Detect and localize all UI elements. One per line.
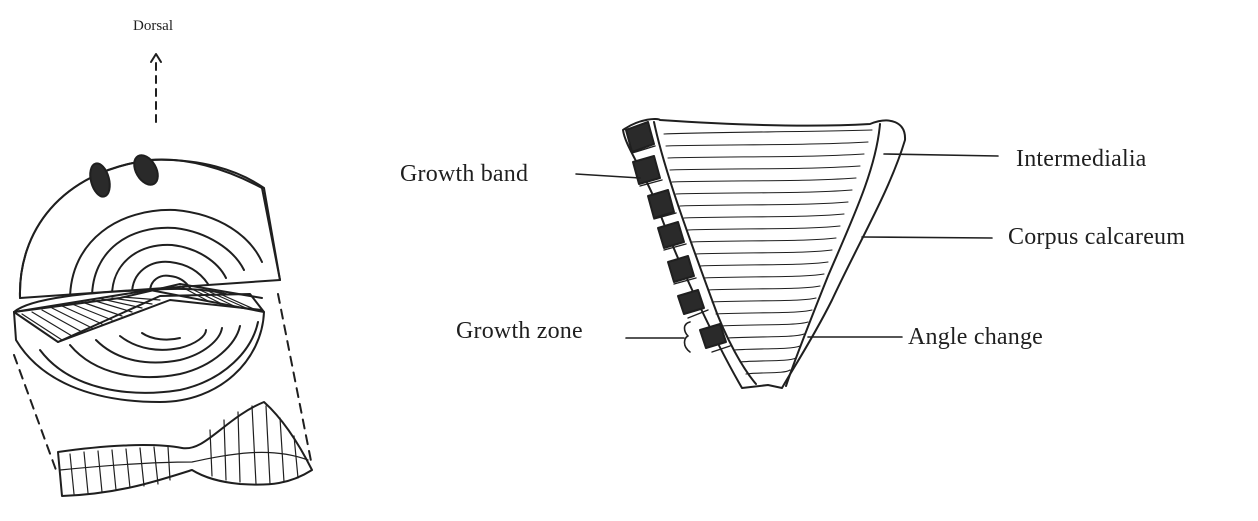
angle-change-label: Angle change xyxy=(908,324,1043,351)
dorsal-arrow xyxy=(151,54,161,122)
growth-zone-label: Growth zone xyxy=(456,318,583,345)
vertebra-lower-half xyxy=(14,284,264,402)
whole-vertebra-illustration xyxy=(14,54,312,496)
vertebra-upper-half xyxy=(20,151,280,300)
extracted-section xyxy=(58,402,312,496)
growth-zone-bracket xyxy=(685,322,691,352)
corpus-calcareum-label: Corpus calcareum xyxy=(1008,224,1185,251)
dorsal-label: Dorsal xyxy=(133,18,173,35)
intermedialia-label: Intermedialia xyxy=(1016,146,1147,173)
growth-band-label: Growth band xyxy=(400,161,528,188)
centrum-section-wedge xyxy=(623,119,905,388)
